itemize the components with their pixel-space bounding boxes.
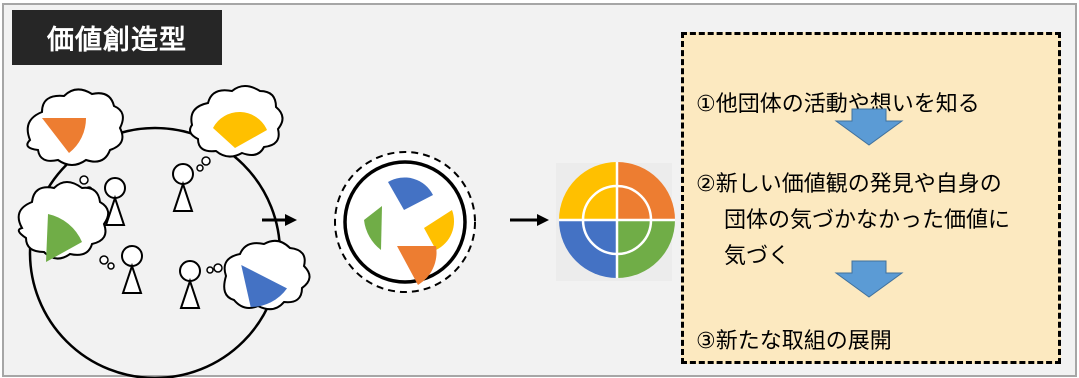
step-2-line-2: 団体の気づかなかった価値に: [724, 208, 1011, 233]
thought-cloud-blue: [206, 239, 311, 311]
arrow-to-unified: [510, 214, 549, 226]
step-1-text: ①他団体の活動や想いを知る: [696, 92, 980, 117]
thought-cloud-green: [17, 181, 115, 270]
diagram-title: 価値創造型: [12, 10, 222, 65]
down-arrow-icon: [834, 260, 904, 298]
step-3-text: ③新たな取組の展開: [696, 329, 892, 354]
thought-cloud-yellow: [189, 85, 284, 172]
step-2-line-1: ②新しい価値観の発見や自身の: [696, 172, 1002, 197]
gathering-circle: [334, 151, 476, 293]
steps-panel: ①他団体の活動や想いを知る ②新しい価値観の発見や自身の 団体の気づかなかった価…: [681, 32, 1061, 364]
step-2-text: ②新しい価値観の発見や自身の 団体の気づかなかった価値に 気づく: [696, 167, 1010, 275]
down-arrow-icon: [834, 108, 904, 146]
person-icons: [104, 163, 201, 309]
unified-value-circle: [556, 162, 675, 281]
arrow-to-gathering: [262, 214, 297, 226]
step-2-line-3: 気づく: [724, 244, 791, 269]
thought-cloud-orange: [26, 88, 124, 194]
